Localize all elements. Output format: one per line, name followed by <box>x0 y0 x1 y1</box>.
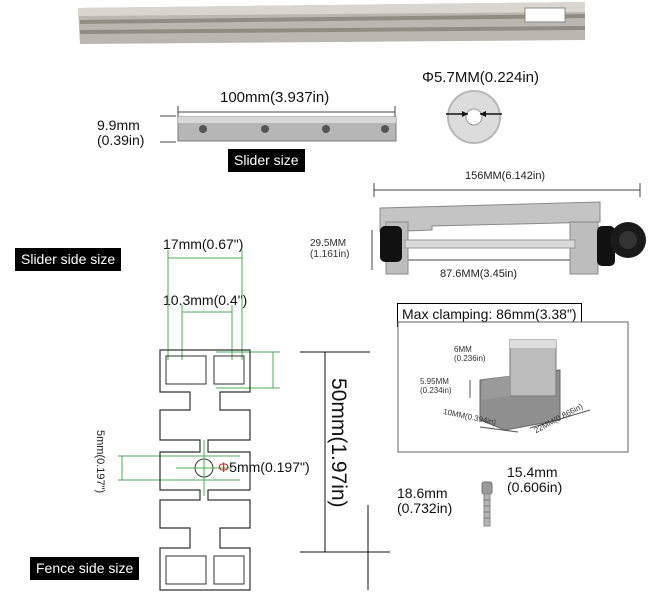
screw-length-label: 18.6mm (0.732in) <box>397 485 453 517</box>
clamp-inner-label: 87.6MM(3.45in) <box>440 268 518 280</box>
profile-width-inner-label: 10.3mm(0.4") <box>163 292 248 308</box>
clamp-height-label: 29.5MM (1.161in) <box>310 238 350 260</box>
slider-height-label: 9.9mm (0.39in) <box>97 117 145 149</box>
slider-side-badge: Slider side size <box>15 248 122 271</box>
clamp-width-label: 156MM(6.142in) <box>465 170 546 182</box>
hole-symbol: Φ <box>218 459 230 475</box>
fence-side-badge: Fence side size <box>30 557 140 580</box>
slider-size-badge: Slider size <box>228 149 305 172</box>
profile-width-outer-label: 17mm(0.67") <box>163 236 244 252</box>
washer-diameter-label: Φ5.7MM(0.224in) <box>422 69 540 86</box>
screw-head-label: 15.4mm (0.606in) <box>507 464 563 496</box>
hole-value: 5mm(0.197") <box>229 459 310 475</box>
profile-hole-label: Φ5mm(0.197") <box>218 459 310 475</box>
slot-top-label: 6MM (0.236in) <box>454 345 486 363</box>
clamp-max-label: Max clamping: 86mm(3.38") <box>402 306 577 322</box>
slider-length-label: 100mm(3.937in) <box>220 89 330 106</box>
rail-image <box>78 2 585 44</box>
slot-left-label: 5.95MM (0.234in) <box>420 377 452 395</box>
